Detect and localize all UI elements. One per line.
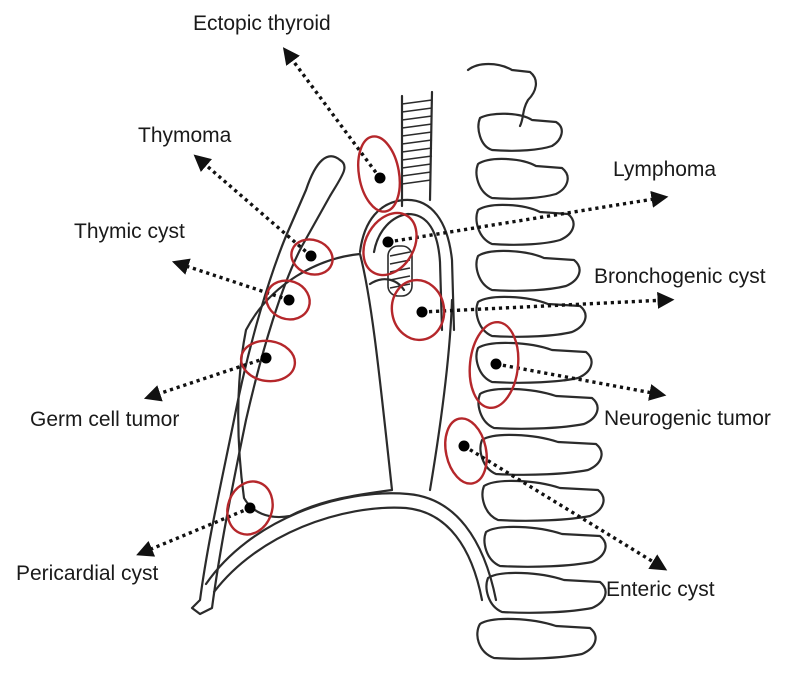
anterior-wall-inner <box>286 190 306 236</box>
label-neurogenic-tumor: Neurogenic tumor <box>604 407 771 430</box>
dot-neurogenic-tumor <box>491 359 502 370</box>
label-thymic-cyst: Thymic cyst <box>74 220 185 243</box>
label-bronchogenic-cyst: Bronchogenic cyst <box>594 265 766 288</box>
dot-pericardial-cyst <box>245 503 256 514</box>
dot-thymoma <box>306 251 317 262</box>
label-enteric-cyst: Enteric cyst <box>606 578 715 601</box>
label-pericardial-cyst: Pericardial cyst <box>16 562 159 585</box>
label-germ-cell-tumor: Germ cell tumor <box>30 408 179 431</box>
arrow-enteric-cyst <box>464 446 660 566</box>
labels: Ectopic thyroid Thymoma Thymic cyst Germ… <box>16 12 771 601</box>
dot-thymic-cyst <box>284 295 295 306</box>
dot-enteric-cyst <box>459 441 470 452</box>
dot-bronchogenic-cyst <box>417 307 428 318</box>
trachea <box>402 92 432 206</box>
dot-lymphoma <box>383 237 394 248</box>
label-ectopic-thyroid: Ectopic thyroid <box>193 12 331 35</box>
dot-germ-cell-tumor <box>261 353 272 364</box>
arrow-germ-cell-tumor <box>152 358 266 396</box>
lesion-markers <box>220 133 522 541</box>
sternum <box>192 156 345 614</box>
label-thymoma: Thymoma <box>138 124 232 147</box>
heart-outline <box>238 254 392 517</box>
diaphragm-inner <box>214 508 482 600</box>
anatomy-outline <box>192 64 606 659</box>
label-lymphoma: Lymphoma <box>613 158 716 181</box>
arrow-thymoma <box>200 160 311 256</box>
arrow-ectopic-thyroid <box>288 54 380 178</box>
dot-ectopic-thyroid <box>375 173 386 184</box>
arrow-lymphoma <box>388 198 660 242</box>
